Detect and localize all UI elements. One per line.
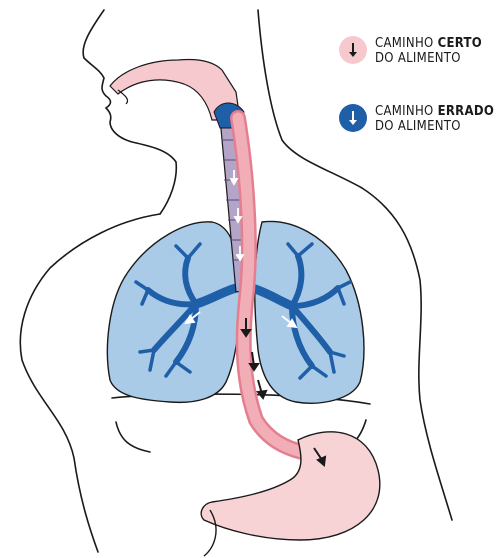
legend-right-line1-emph: CERTO <box>438 36 482 51</box>
legend-right-line2: DO ALIMENTO <box>375 51 482 66</box>
down-arrow-icon <box>346 41 360 59</box>
legend-wrong-line1-emph: ERRADO <box>438 104 495 119</box>
right-path-badge <box>339 36 367 64</box>
legend-right-label: CAMINHO CERTO DO ALIMENTO <box>375 36 482 66</box>
right-lung <box>255 221 364 403</box>
legend-wrong-path: CAMINHO ERRADO DO ALIMENTO <box>339 104 494 134</box>
wrong-path-badge <box>339 104 367 132</box>
left-lung <box>107 222 240 403</box>
down-arrow-icon <box>346 109 360 127</box>
legend-right-path: CAMINHO CERTO DO ALIMENTO <box>339 36 482 66</box>
legend-wrong-line2: DO ALIMENTO <box>375 119 494 134</box>
legend-wrong-label: CAMINHO ERRADO DO ALIMENTO <box>375 104 494 134</box>
legend-right-line1-prefix: CAMINHO <box>375 36 438 51</box>
legend-wrong-line1-prefix: CAMINHO <box>375 104 438 119</box>
